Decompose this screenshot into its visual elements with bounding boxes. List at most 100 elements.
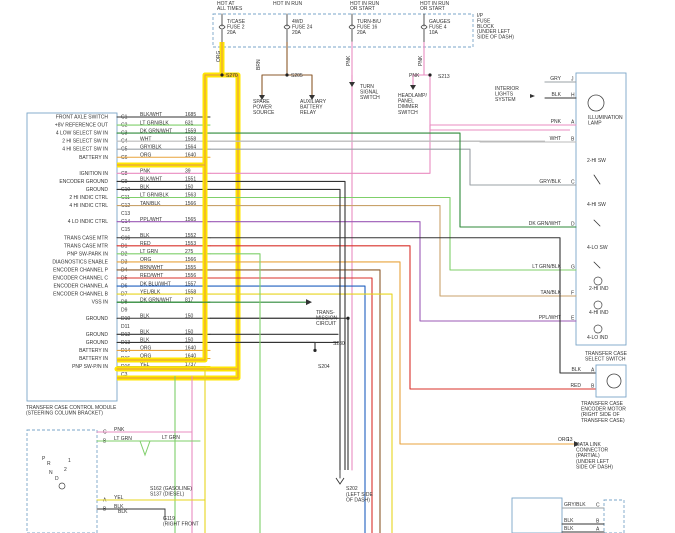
wire-color-label: ORG — [140, 354, 152, 360]
switch-pin-id: A — [571, 120, 575, 126]
splice-triangle — [139, 440, 151, 457]
splice-note: OF DASH) — [346, 498, 370, 504]
switch-label: 4-HI SW — [587, 202, 606, 208]
wire-label-pnk: PNK — [409, 73, 420, 79]
wire-color-label: ORG — [558, 437, 570, 443]
spare-power-label: SPARE — [253, 99, 270, 105]
wire-color-label: BLK — [564, 518, 574, 524]
module-pin-id: C3 — [121, 372, 128, 378]
splice-label: S137 (DIESEL) — [150, 492, 185, 498]
dkgrn-wire — [210, 132, 545, 228]
fuse-icon — [420, 24, 428, 30]
wht-wire — [210, 140, 545, 143]
wire-color-label: GRY/BLK — [564, 502, 586, 508]
fuse-header-label: HOT IN RUN — [350, 1, 379, 7]
fuse-header-label: HOT IN RUN — [273, 1, 302, 7]
module-pin-id: D11 — [121, 324, 130, 330]
turn-signal-label: TURN — [360, 84, 374, 90]
gear-position-label: 1 — [68, 458, 71, 464]
module-pin-label: TRANS CASE MTR — [64, 235, 109, 241]
headlamp-switch-label: SWITCH — [398, 110, 418, 116]
encoder-channel-wire — [210, 277, 373, 533]
splice-label: S202 — [346, 486, 358, 492]
module-pin-label: GROUND — [86, 332, 109, 338]
splice-label: S205 — [291, 73, 303, 79]
wire-color-label: YEL — [114, 495, 124, 501]
module-pin-label: PNP SW-PARK IN — [67, 251, 108, 257]
wire-color-label: LT GRN — [114, 436, 132, 442]
org-wire — [117, 74, 239, 379]
wire-color-label: BLK — [140, 330, 150, 336]
fuse-block — [212, 13, 474, 48]
ground-label: G119 — [163, 516, 175, 522]
circuit-number: 631 — [185, 120, 194, 126]
ltgrn-wire — [210, 196, 545, 271]
wire-color-label: DK GRN/WHT — [529, 221, 561, 227]
connector-arrow — [410, 85, 416, 90]
module-pin-label: ENCODER GROUND — [59, 179, 108, 185]
switch-pin-id: B — [571, 137, 575, 143]
indicator-lamp-icon — [593, 324, 603, 334]
blk-wire — [210, 317, 349, 470]
module-pin-label: TRANS CASE MTR — [64, 243, 109, 249]
splice-label: S162 (GASOLINE) — [150, 486, 192, 492]
ppl-wire — [210, 221, 545, 322]
fuse-amperage: 10A — [429, 30, 439, 36]
spare-power-label: POWER — [253, 105, 272, 111]
wire-color-label: BLK — [114, 504, 124, 510]
transmission-label: CIRCUIT — [316, 321, 336, 327]
motor-icon — [606, 373, 622, 389]
module-pin-label: 4 HI SELECT SW IN — [62, 147, 108, 153]
dlc-label: SIDE OF DASH) — [576, 464, 613, 470]
circuit-number: 1558 — [185, 289, 196, 295]
wire-color-label: BLK — [552, 92, 562, 98]
encoder-channel-wire — [210, 285, 366, 533]
circuit-number: 150 — [185, 338, 194, 344]
wire-color-label: BLK — [140, 185, 150, 191]
circuit-number: 1640 — [185, 152, 196, 158]
transfer-case-select-switch — [575, 72, 627, 346]
gear-position-label: D — [55, 476, 59, 482]
ltgrn-wire — [210, 253, 261, 533]
circuit-number: 275 — [185, 249, 194, 255]
turn-signal-label: SWITCH — [360, 95, 380, 101]
module-pin-label: ENCODER CHANNEL P — [53, 267, 108, 273]
wire-color-label: PNK — [551, 119, 562, 125]
wire-color-label: YEL — [140, 362, 150, 368]
lamp-icon — [587, 94, 605, 112]
fuse-name: TURN-B/U — [357, 19, 381, 25]
encoder-motor-title: ENCODER MOTOR — [581, 407, 626, 413]
wire-color-label: RED — [140, 241, 151, 247]
module-pin-label: 2 HI SELECT SW IN — [62, 139, 108, 145]
gear-position-label: R — [47, 461, 51, 467]
splice-note: (LEFT SIDE — [346, 492, 374, 498]
wire-color-label: BLK — [140, 313, 150, 319]
switch-pin-id: J — [571, 77, 574, 83]
wire-color-label: RED/WHT — [140, 273, 163, 279]
wire-color-label: PPL/WHT — [539, 315, 561, 321]
wire-label-brn: BRN — [256, 59, 262, 70]
connector-pin-id: A — [596, 527, 600, 533]
pnp-contact — [58, 482, 66, 490]
gear-position-label: N — [49, 470, 53, 476]
circuit-number: 1566 — [185, 257, 196, 263]
fuse-header-label: ALL TIMES — [217, 6, 243, 12]
module-pin-label: IGNITION IN — [79, 171, 108, 177]
wire-color-label: TAN/BLK — [140, 201, 161, 207]
motor-pin-id: B — [591, 384, 595, 390]
circuit-number: 1565 — [185, 217, 196, 223]
fuse-header-label: OR START — [350, 6, 375, 12]
fuse-name: GAUGES — [429, 19, 451, 25]
indicator-lamp-icon — [593, 276, 603, 286]
module-pin-label: BATTERY IN — [79, 348, 108, 354]
fuse-icon — [348, 24, 356, 30]
module-pin-id: D9 — [121, 308, 128, 314]
circuit-number: 39 — [185, 169, 191, 175]
encoder-motor — [595, 364, 627, 398]
wire-color-label: YEL/BLK — [140, 289, 161, 295]
encoder-motor-title: TRANSFER CASE — [581, 401, 624, 407]
wire-color-label: BLK — [140, 233, 150, 239]
fuse-icon — [218, 24, 226, 30]
module-pin-label: ENCODER CHANNEL A — [53, 284, 108, 290]
connector-arrow — [259, 95, 265, 100]
